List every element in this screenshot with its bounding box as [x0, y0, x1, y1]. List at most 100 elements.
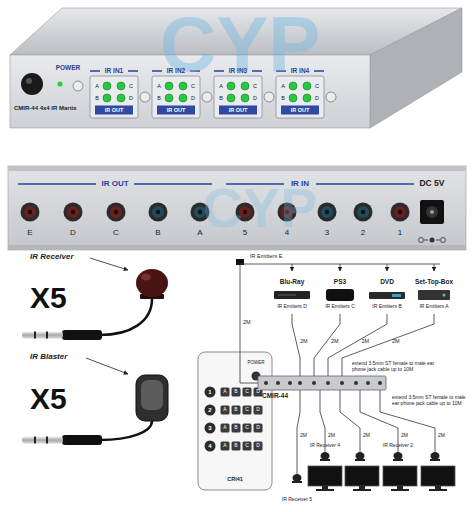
- matrix-unit: [378, 381, 382, 385]
- led-letter: A: [95, 83, 99, 89]
- receiver-wire: [297, 390, 300, 474]
- output-tag: IR OUT: [105, 107, 124, 113]
- remote-body: [243, 388, 252, 397]
- cable-connector: [328, 314, 387, 376]
- dc-jack: [424, 240, 428, 241]
- port-label: 5: [243, 229, 247, 238]
- ir-blaster: [22, 358, 168, 445]
- cable-note: extend 3.5mm ST female to male ear phone…: [392, 395, 468, 406]
- remote-key: A: [223, 425, 226, 431]
- remote-key: D: [256, 389, 260, 395]
- led-letter: D: [253, 95, 257, 101]
- audio-jack: [357, 206, 369, 218]
- power-button: [73, 81, 83, 91]
- remote-key: 1: [208, 389, 211, 396]
- source-device: DVDIR Emitters B: [364, 278, 410, 314]
- audio-jack: [354, 203, 373, 222]
- matrix-unit: [264, 381, 268, 385]
- node-title: Blu-Ray: [269, 278, 315, 285]
- matrix-unit: [340, 381, 344, 385]
- matrix-rear-panel: [18, 183, 96, 185]
- remote-key: D: [256, 443, 260, 449]
- input-group: [227, 94, 235, 102]
- led-letter: B: [281, 95, 285, 101]
- accessory-label: IR Blaster: [30, 353, 67, 362]
- ir-receiver-dome: [355, 459, 365, 461]
- audio-jack: [318, 203, 337, 222]
- matrix-unit: [264, 381, 382, 385]
- remote-control: POWERCRI41: [198, 352, 272, 490]
- remote-body: [221, 424, 230, 433]
- emitter-wire: [292, 264, 293, 271]
- audio-jack: [107, 203, 126, 222]
- ir-receiver: [46, 332, 48, 339]
- remote-body: [205, 441, 216, 452]
- audio-jack: [67, 206, 79, 218]
- remote-key: C: [245, 425, 249, 431]
- matrix-unit: [298, 381, 302, 385]
- ir-blaster: [46, 437, 48, 444]
- input-group: [281, 106, 319, 115]
- input-group: [179, 94, 187, 102]
- cable-length: 2M: [300, 338, 308, 344]
- remote-key: A: [223, 407, 226, 413]
- remote-body: [243, 442, 252, 451]
- tv-screen: [322, 486, 328, 489]
- device-icon: [274, 289, 450, 301]
- port-group-label: IR OUT: [101, 180, 128, 189]
- dc-jack: [436, 240, 440, 241]
- node-subtitle: IR Emitters D: [269, 304, 315, 310]
- matrix-rear-panel: [134, 183, 212, 185]
- cable-length: 2M: [362, 338, 370, 344]
- watermark: CYP: [160, 2, 320, 88]
- emitter-wire: [240, 265, 258, 383]
- node-title: DVD: [364, 278, 410, 285]
- audio-jack: [394, 206, 406, 218]
- ir-receiver-dome: [394, 452, 403, 460]
- ir-receiver: [100, 299, 152, 335]
- input-group: [90, 76, 138, 118]
- remote-body: [243, 424, 252, 433]
- led-letter: B: [157, 95, 161, 101]
- input-title: IR IN2: [167, 67, 185, 74]
- audio-jack: [149, 203, 168, 222]
- led-letter: A: [281, 83, 285, 89]
- ir-sensor: [21, 73, 43, 95]
- audio-jack: [152, 206, 164, 218]
- ir-blaster: [22, 437, 63, 444]
- cable-length: 2M: [300, 433, 307, 439]
- input-title: IR IN1: [105, 67, 123, 74]
- matrix-unit: [258, 376, 386, 390]
- source-device: Blu-Ray IR Emitters D: [269, 278, 315, 314]
- node-title: POWER: [244, 361, 268, 366]
- led-letter: A: [157, 83, 161, 89]
- remote-body: [254, 424, 263, 433]
- ir-receiver: [136, 269, 168, 297]
- led-letter: C: [129, 83, 133, 89]
- remote-body: [205, 423, 216, 434]
- port-group-label: IR IN: [291, 180, 309, 189]
- port-label: 3: [325, 229, 329, 238]
- ir-blaster: [100, 421, 152, 440]
- audio-jack: [354, 203, 373, 222]
- tv-screen: [353, 489, 371, 491]
- remote-key: A: [223, 389, 226, 395]
- cable-connector: [292, 314, 300, 376]
- audio-jack: [21, 203, 40, 222]
- input-group: [140, 92, 150, 102]
- audio-jack: [28, 210, 32, 214]
- ir-receiver: [62, 330, 102, 340]
- quantity-label: X5: [30, 382, 67, 415]
- input-group: [157, 106, 195, 115]
- output-tag: IR OUT: [291, 107, 310, 113]
- source-device: Set-Top-BoxIR Emitters A: [411, 278, 457, 314]
- ir-receiver-dome: [430, 459, 440, 461]
- matrix-unit: [276, 381, 280, 385]
- matrix-rear-panel: [8, 245, 466, 250]
- remote-key: D: [256, 425, 260, 431]
- audio-jack: [156, 210, 160, 214]
- remote-body: [198, 352, 272, 490]
- audio-jack: [71, 210, 75, 214]
- input-group: [165, 94, 173, 102]
- dc-jack: [441, 238, 446, 243]
